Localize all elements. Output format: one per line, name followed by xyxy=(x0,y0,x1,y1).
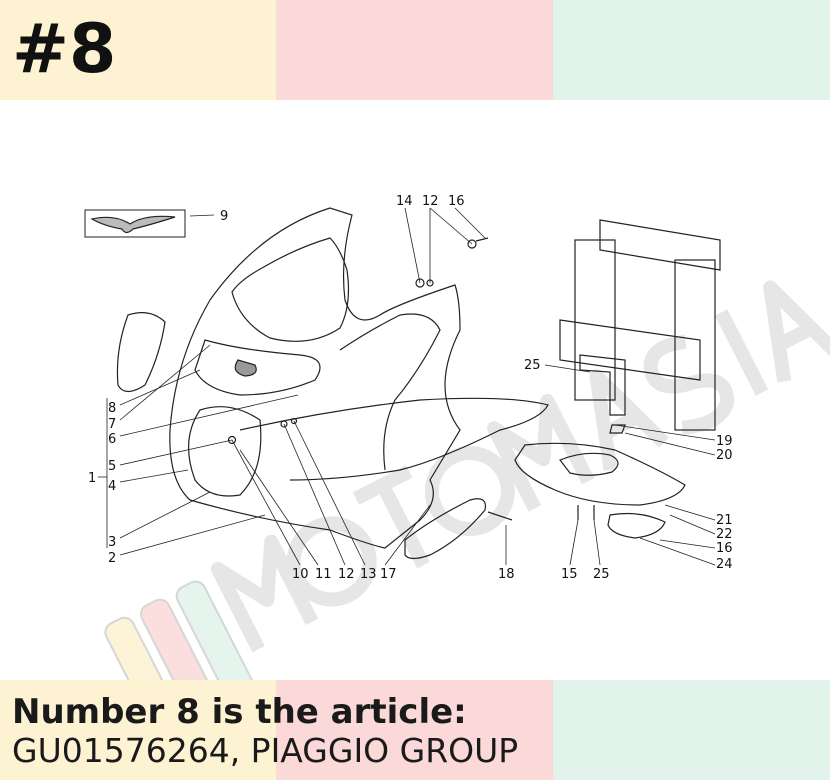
callout-label: 21 xyxy=(716,513,733,528)
callout-label: 5 xyxy=(108,459,116,474)
lower-fairing-piece xyxy=(404,498,487,560)
callout-label: 13 xyxy=(360,567,377,582)
callout-label: 16 xyxy=(716,541,733,556)
callout-label: 12 xyxy=(338,567,355,582)
footer-yellow-block xyxy=(0,680,276,780)
footer-mint-block xyxy=(553,680,830,780)
callout-label: 6 xyxy=(108,432,116,447)
callout-label: 2 xyxy=(108,551,116,566)
callout-label: 19 xyxy=(716,434,733,449)
callout-label: 4 xyxy=(108,479,116,494)
callout-label: 20 xyxy=(716,448,733,463)
callout-label: 22 xyxy=(716,527,733,542)
footer-pink-block xyxy=(276,680,553,780)
side-panel xyxy=(116,312,166,393)
callout-label: 11 xyxy=(315,567,332,582)
fasteners xyxy=(227,237,595,521)
leader-lines xyxy=(98,207,716,566)
callout-label: 8 xyxy=(108,401,116,416)
callout-label: 24 xyxy=(716,557,733,572)
part-number-title: #8 xyxy=(12,10,117,89)
article-code: GU01576264, PIAGGIO GROUP xyxy=(12,731,519,770)
callout-label: 3 xyxy=(108,535,116,550)
article-heading: Number 8 is the article: xyxy=(12,692,467,732)
front-fairing xyxy=(169,207,549,549)
header-yellow-block xyxy=(0,0,276,100)
callout-label: 1 xyxy=(88,471,96,486)
headlight-bracket xyxy=(514,424,686,539)
callout-label: 25 xyxy=(593,567,610,582)
callout-label: 9 xyxy=(220,209,228,224)
callout-label: 14 xyxy=(396,194,413,209)
callout-label: 10 xyxy=(292,567,309,582)
eagle-badge xyxy=(84,209,186,238)
exploded-parts-diagram: 1 2 3 4 5 6 7 8 9 10 11 12 13 14 12 16 1… xyxy=(84,194,830,680)
callout-numbers: 1 2 3 4 5 6 7 8 9 10 11 12 13 14 12 16 1… xyxy=(88,194,733,582)
watermark-logo xyxy=(104,280,830,680)
callout-label: 18 xyxy=(498,567,515,582)
callout-label: 15 xyxy=(561,567,578,582)
footer-band xyxy=(0,680,830,780)
callout-label: 25 xyxy=(524,358,541,373)
fork-assembly xyxy=(559,219,721,431)
callout-label: 17 xyxy=(380,567,397,582)
callout-label: 12 xyxy=(422,194,439,209)
header-band xyxy=(0,0,830,100)
header-pink-block xyxy=(276,0,553,100)
callout-label: 16 xyxy=(448,194,465,209)
header-mint-block xyxy=(553,0,830,100)
callout-label: 7 xyxy=(108,417,116,432)
